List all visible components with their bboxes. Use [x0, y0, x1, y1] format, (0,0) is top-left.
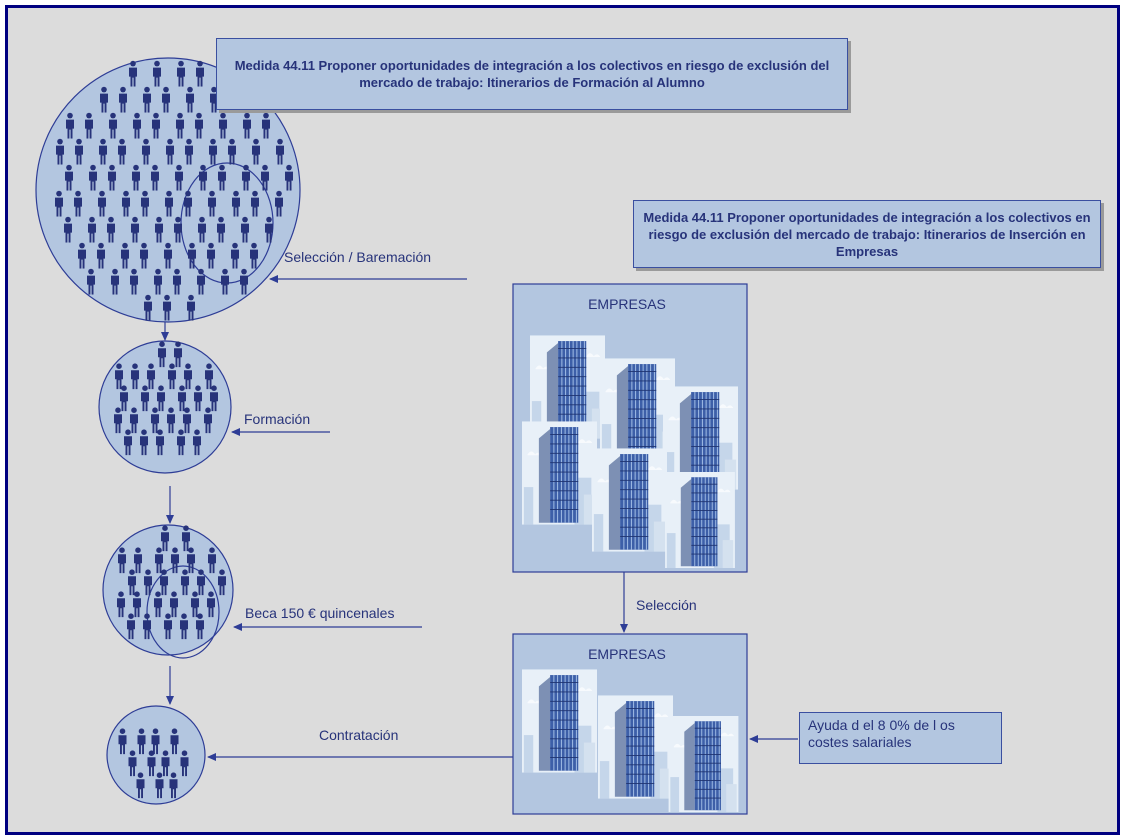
- office-building-icon: [522, 420, 597, 526]
- office-building-icon: [592, 447, 667, 553]
- beca-subgroup-ellipse: [146, 565, 220, 659]
- label-beca: Beca 150 € quincenales: [245, 605, 395, 621]
- aid-text: Ayuda d el 8 0% de l os costes salariale…: [808, 717, 955, 750]
- label-formacion: Formación: [244, 411, 311, 427]
- title-training: Medida 44.11 Proponer oportunidades de i…: [234, 58, 830, 90]
- office-building-icon: [522, 668, 597, 774]
- office-building-icon: [598, 694, 673, 800]
- office-building-icon: [664, 472, 736, 568]
- population-circle-formacion: [98, 340, 232, 474]
- title-insertion-box: Medida 44.11 Proponer oportunidades de i…: [633, 200, 1101, 268]
- label-contratacion: Contratación: [319, 727, 399, 743]
- empresas-title-top: EMPRESAS: [588, 296, 666, 312]
- title-training-box: Medida 44.11 Proponer oportunidades de i…: [216, 38, 848, 110]
- empresas-title-bottom: EMPRESAS: [588, 646, 666, 662]
- population-circle-contratacion: [106, 705, 206, 805]
- aid-box: Ayuda d el 8 0% de l os costes salariale…: [799, 712, 1002, 764]
- office-building-icon: [668, 716, 739, 812]
- label-seleccion: Selección: [636, 597, 697, 613]
- label-seleccion-baremacion: Selección / Baremación: [284, 249, 432, 265]
- title-insertion: Medida 44.11 Proponer oportunidades de i…: [643, 209, 1091, 259]
